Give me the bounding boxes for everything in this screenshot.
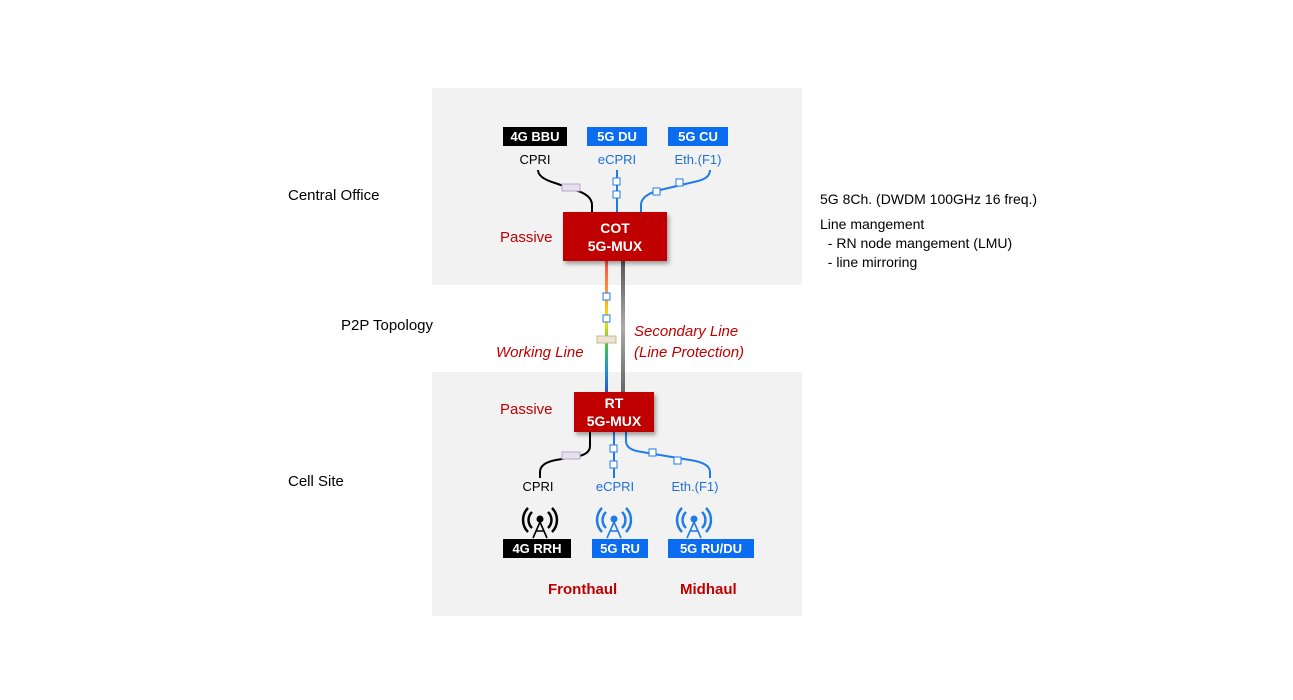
secondary-line xyxy=(621,261,625,392)
tag-5g-du: 5G DU xyxy=(587,127,647,146)
connector-eth-cell-1 xyxy=(648,448,657,457)
tag-5g-ru: 5G RU xyxy=(592,539,648,558)
channel-note: 5G 8Ch. (DWDM 100GHz 16 freq.) xyxy=(820,191,1038,207)
tag-5g-cu: 5G CU xyxy=(668,127,728,146)
connector-working-2 xyxy=(602,314,611,323)
working-line-label: Working Line xyxy=(496,344,584,361)
connector-working-1 xyxy=(602,292,611,301)
antenna-icon-4g xyxy=(521,507,559,539)
rt-title: RT xyxy=(604,395,624,411)
antenna-icon-5g-ru-du xyxy=(675,507,713,539)
rn-node-note: - RN node mangement (LMU) xyxy=(820,235,1013,251)
eth-label-cell: Eth.(F1) xyxy=(671,479,719,494)
eth-fiber-cell xyxy=(625,432,711,478)
cpri-label-central: CPRI xyxy=(519,152,551,167)
fronthaul-label: Fronthaul xyxy=(548,581,618,598)
tag-5g-ru-du: 5G RU/DU xyxy=(668,539,754,558)
cot-subtitle: 5G-MUX xyxy=(587,237,643,254)
cot-5g-mux: COT 5G-MUX xyxy=(563,212,667,261)
connector-ecpri-central-2 xyxy=(612,190,621,199)
tag-4g-bbu: 4G BBU xyxy=(503,127,567,146)
mirroring-note: - line mirroring xyxy=(820,254,918,270)
passive-label-cell: Passive xyxy=(500,401,553,418)
cpri-label-cell: CPRI xyxy=(522,479,554,494)
ecpri-label-central: eCPRI xyxy=(597,152,637,167)
rt-5g-mux: RT 5G-MUX xyxy=(574,392,654,432)
midhaul-label: Midhaul xyxy=(680,581,737,598)
antenna-icon-5g-ru xyxy=(595,507,633,539)
connector-cpri-central xyxy=(561,183,581,192)
connector-eth-cell-2 xyxy=(673,456,682,465)
line-protection-label: (Line Protection) xyxy=(634,344,745,361)
connector-ecpri-cell-1 xyxy=(609,444,618,453)
connector-working-3 xyxy=(596,335,617,344)
connector-ecpri-cell-2 xyxy=(609,460,618,469)
connector-eth-central-2 xyxy=(652,187,661,196)
cell-site-label: Cell Site xyxy=(288,473,344,490)
eth-label-central: Eth.(F1) xyxy=(674,152,722,167)
cot-title: COT xyxy=(600,219,630,236)
connector-eth-central-1 xyxy=(675,178,684,187)
connector-cpri-cell xyxy=(561,451,581,460)
line-management-note: Line mangement xyxy=(820,216,925,232)
central-office-label: Central Office xyxy=(288,187,380,204)
rt-subtitle: 5G-MUX xyxy=(586,413,642,429)
secondary-line-label: Secondary Line xyxy=(634,323,739,340)
tag-4g-rrh: 4G RRH xyxy=(503,539,571,558)
p2p-topology-label: P2P Topology xyxy=(341,317,434,334)
ecpri-label-cell: eCPRI xyxy=(595,479,635,494)
eth-fiber-central xyxy=(640,169,711,212)
working-line xyxy=(605,261,608,392)
connector-ecpri-central-1 xyxy=(612,177,621,186)
passive-label-central: Passive xyxy=(500,229,553,246)
